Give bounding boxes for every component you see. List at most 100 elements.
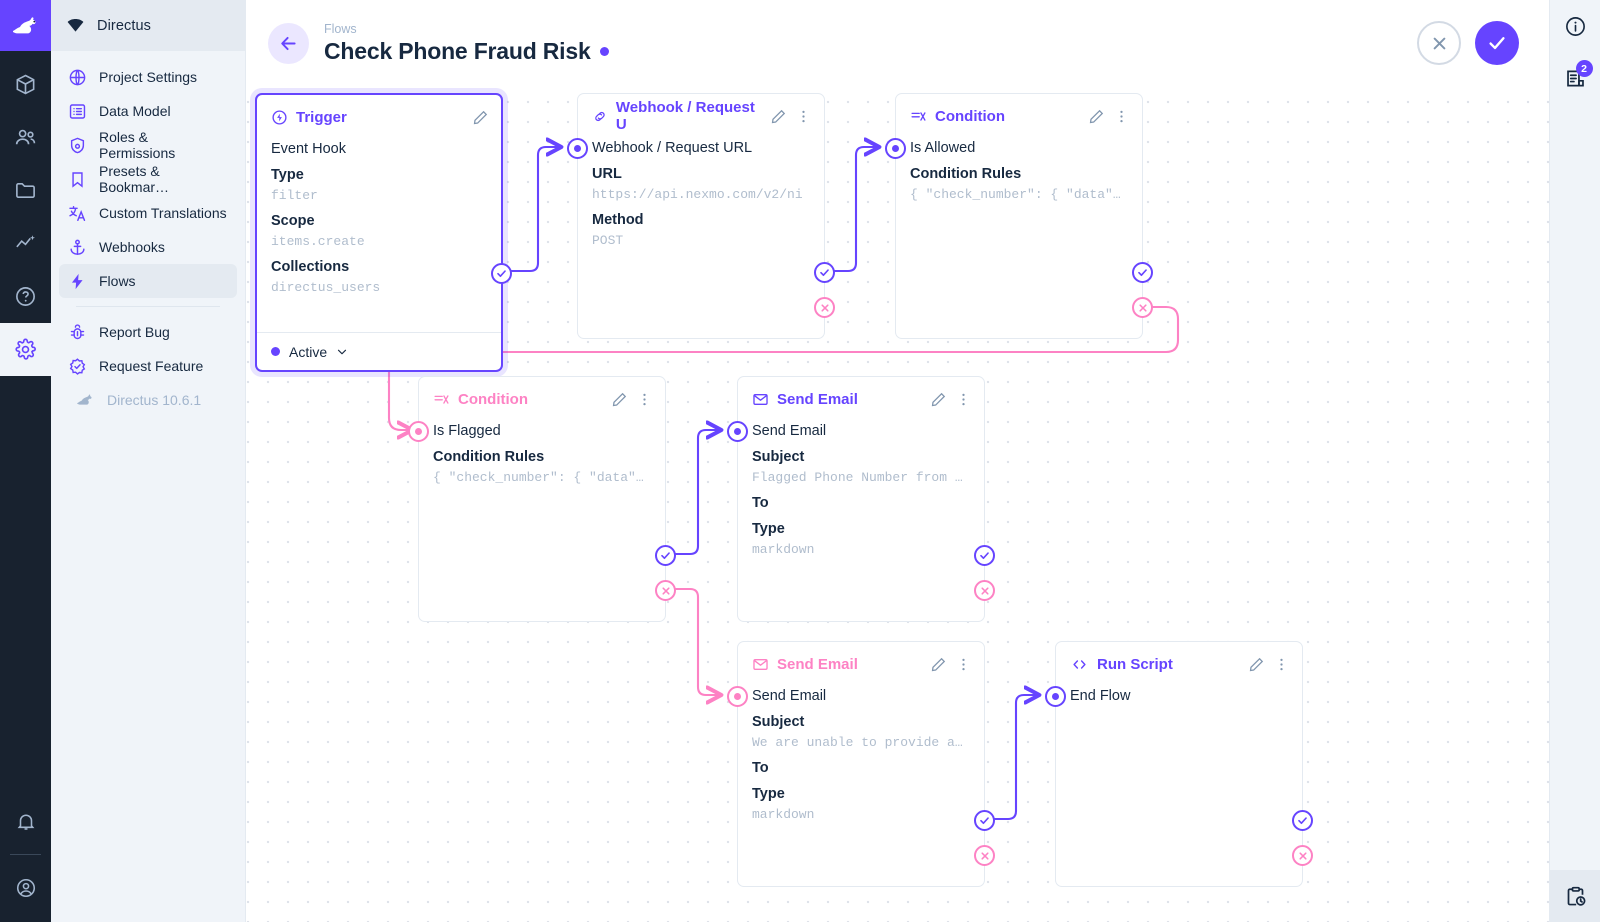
port-reject[interactable] bbox=[655, 580, 676, 601]
sidebar-item-report-bug[interactable]: Report Bug bbox=[59, 315, 237, 349]
info-circle-icon bbox=[1565, 16, 1585, 36]
node-header-actions bbox=[927, 653, 974, 675]
rail-item-docs[interactable] bbox=[0, 270, 51, 323]
condition-branch-icon bbox=[911, 111, 926, 121]
flow-node-trigger[interactable]: Trigger Event Hook Type filter Scope ite… bbox=[255, 93, 512, 372]
node-body: Send Email Subject Flagged Phone Number … bbox=[738, 421, 984, 572]
edit-pencil-icon[interactable] bbox=[469, 106, 491, 128]
field-value: { "check_number": { "data"… bbox=[433, 470, 644, 485]
node-type-label: Send Email bbox=[777, 390, 858, 408]
port-reject[interactable] bbox=[1132, 297, 1153, 318]
node-header-actions bbox=[1085, 105, 1132, 127]
bell-icon bbox=[17, 814, 34, 830]
rail-item-insights[interactable] bbox=[0, 217, 51, 270]
save-button[interactable] bbox=[1475, 21, 1519, 65]
flow-logs-button[interactable]: 2 bbox=[1550, 52, 1600, 104]
sidebar-item-presets-bookmarks[interactable]: Presets & Bookmar… bbox=[59, 162, 237, 196]
field-key: Method bbox=[592, 212, 644, 228]
flow-node-send-email-flagged[interactable]: Send Email Send Email Subject Flagged Ph… bbox=[727, 376, 995, 622]
flow-node-run-script[interactable]: Run Script End Flow bbox=[1045, 641, 1313, 887]
rail-item-notifications[interactable] bbox=[0, 795, 51, 848]
field-value: markdown bbox=[752, 807, 815, 822]
port-reject[interactable] bbox=[814, 297, 835, 318]
edit-pencil-icon[interactable] bbox=[1085, 105, 1107, 127]
directus-logo[interactable] bbox=[0, 0, 51, 51]
rail-item-files[interactable] bbox=[0, 164, 51, 217]
sidebar-item-flows[interactable]: Flows bbox=[59, 264, 237, 298]
sidebar-item-list: Project Settings Data Model Roles & Perm… bbox=[51, 51, 245, 417]
port-input[interactable] bbox=[727, 686, 748, 707]
directus-version: Directus 10.6.1 bbox=[59, 383, 237, 417]
node-header-actions bbox=[927, 388, 974, 410]
flow-node-condition-flagged[interactable]: Condition Is Flagged Condition Rules { "… bbox=[408, 376, 676, 622]
rail-item-settings[interactable] bbox=[0, 323, 51, 376]
title-block: Flows Check Phone Fraud Risk bbox=[324, 22, 609, 65]
more-options-icon[interactable] bbox=[952, 653, 974, 675]
more-options-icon[interactable] bbox=[1270, 653, 1292, 675]
port-resolve[interactable] bbox=[1292, 810, 1313, 831]
flow-node-webhook[interactable]: Webhook / Request U Webhook / Request UR… bbox=[567, 93, 835, 339]
sidebar-item-roles-permissions[interactable]: Roles & Permissions bbox=[59, 128, 237, 162]
edit-pencil-icon[interactable] bbox=[927, 388, 949, 410]
port-input[interactable] bbox=[408, 421, 429, 442]
port-reject[interactable] bbox=[974, 580, 995, 601]
rail-item-account[interactable] bbox=[0, 861, 51, 914]
more-options-icon[interactable] bbox=[1110, 105, 1132, 127]
sidebar-header[interactable]: Directus bbox=[51, 0, 245, 51]
help-circle-icon bbox=[16, 287, 35, 306]
port-resolve[interactable] bbox=[974, 810, 995, 831]
port-reject[interactable] bbox=[1292, 845, 1313, 866]
more-options-icon[interactable] bbox=[792, 105, 814, 127]
node-type-label-wrap: Run Script bbox=[1070, 656, 1173, 673]
node-type-label-wrap: Condition bbox=[910, 108, 1005, 125]
field-value: https://api.nexmo.com/v2/ni bbox=[592, 187, 803, 202]
node-name-label: Is Flagged bbox=[433, 423, 501, 439]
port-input[interactable] bbox=[1045, 686, 1066, 707]
rail-item-users[interactable] bbox=[0, 111, 51, 164]
node-body: Is Flagged Condition Rules { "check_numb… bbox=[419, 421, 665, 500]
sidebar-item-data-model[interactable]: Data Model bbox=[59, 94, 237, 128]
node-body: Send Email Subject We are unable to prov… bbox=[738, 686, 984, 837]
sidebar-item-custom-translations[interactable]: Custom Translations bbox=[59, 196, 237, 230]
edit-pencil-icon[interactable] bbox=[608, 388, 630, 410]
flow-editor: Trigger Event Hook Type filter Scope ite… bbox=[246, 0, 1549, 922]
port-input[interactable] bbox=[885, 138, 906, 159]
port-resolve[interactable] bbox=[1132, 262, 1153, 283]
check-icon bbox=[1489, 37, 1505, 50]
cancel-button[interactable] bbox=[1417, 21, 1461, 65]
sidebar-item-label: Data Model bbox=[99, 103, 171, 119]
account-circle-icon bbox=[16, 878, 35, 897]
breadcrumb[interactable]: Flows bbox=[324, 21, 357, 36]
node-name-label: Send Email bbox=[752, 423, 827, 439]
port-input[interactable] bbox=[727, 421, 748, 442]
flow-node-condition-allowed[interactable]: Condition Is Allowed Condition Rules { "… bbox=[885, 93, 1153, 339]
topbar-actions bbox=[1417, 21, 1519, 65]
edit-pencil-icon[interactable] bbox=[1245, 653, 1267, 675]
more-options-icon[interactable] bbox=[633, 388, 655, 410]
node-header: Send Email bbox=[738, 642, 984, 686]
port-resolve[interactable] bbox=[491, 263, 512, 284]
port-resolve[interactable] bbox=[814, 262, 835, 283]
edit-pencil-icon[interactable] bbox=[767, 105, 789, 127]
port-reject[interactable] bbox=[974, 845, 995, 866]
back-button[interactable] bbox=[268, 22, 309, 64]
sidebar-item-project-settings[interactable]: Project Settings bbox=[59, 60, 237, 94]
sidebar-item-webhooks[interactable]: Webhooks bbox=[59, 230, 237, 264]
flow-node-send-email-unable[interactable]: Send Email Send Email Subject We are una… bbox=[727, 641, 995, 887]
sidebar-item-label: Roles & Permissions bbox=[99, 129, 176, 161]
node-type-label: Trigger bbox=[296, 108, 347, 126]
node-header: Condition bbox=[896, 94, 1142, 138]
activity-log-button[interactable] bbox=[1550, 870, 1600, 922]
sidebar-item-request-feature[interactable]: Request Feature bbox=[59, 349, 237, 383]
gear-icon bbox=[15, 338, 36, 360]
node-status-dropdown[interactable]: Active bbox=[257, 332, 501, 370]
edit-pencil-icon[interactable] bbox=[927, 653, 949, 675]
flow-info-button[interactable] bbox=[1550, 0, 1600, 52]
field-key: Condition Rules bbox=[910, 166, 1022, 182]
rabbit-small-icon bbox=[76, 391, 95, 410]
more-options-icon[interactable] bbox=[952, 388, 974, 410]
port-resolve[interactable] bbox=[974, 545, 995, 566]
rail-item-content[interactable] bbox=[0, 58, 51, 111]
port-resolve[interactable] bbox=[655, 545, 676, 566]
port-input[interactable] bbox=[567, 138, 588, 159]
